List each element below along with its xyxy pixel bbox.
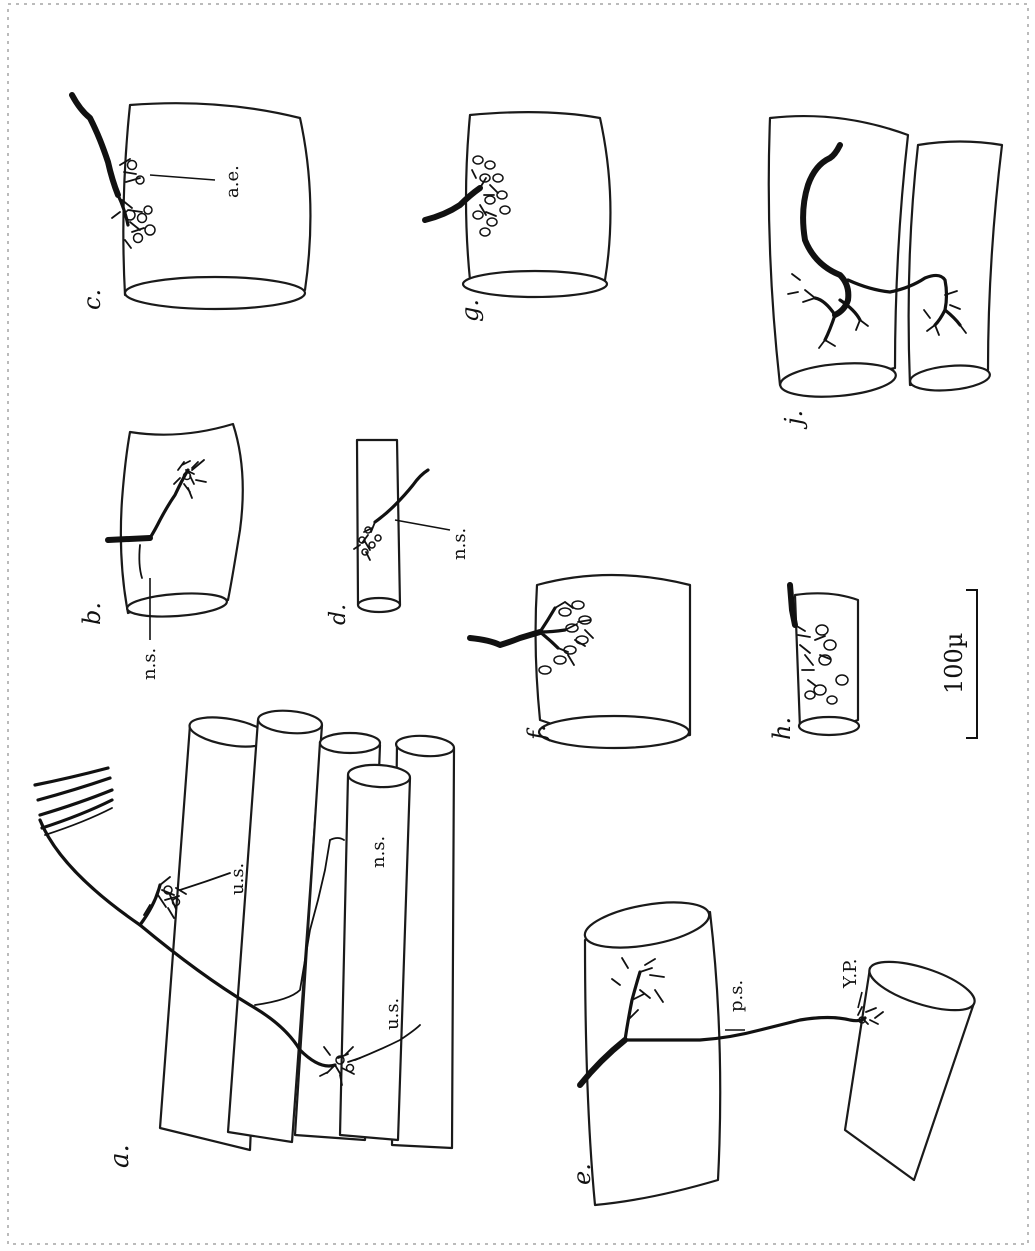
panel-b: b. n.s. [78, 424, 243, 680]
panel-h: h. [768, 585, 859, 740]
fibre-cylinder [536, 575, 690, 748]
panel-label-e: e. [568, 1163, 596, 1185]
annotation-ps: p.s. [726, 980, 747, 1012]
fibre-cylinder [357, 440, 400, 612]
panel-label-h: h. [768, 717, 796, 740]
fibre-cylinder [340, 763, 411, 1140]
panel-c: c. a.e. [72, 95, 310, 310]
panel-e: e. p.s. Y.P. [568, 894, 980, 1205]
fibre-cylinder [909, 142, 1002, 394]
nerve-fibre [470, 632, 540, 645]
panel-d: d. n.s. [326, 440, 470, 625]
panel-label-c: c. [78, 289, 106, 310]
panel-label-d: d. [326, 604, 351, 625]
annotation-ns: n.s. [139, 648, 160, 680]
scale-bar: 100µ [940, 590, 977, 738]
annotation-ns: n.s. [449, 528, 470, 560]
annotation-ns: n.s. [368, 836, 389, 868]
annotation-us-upper: u.s. [227, 863, 248, 895]
nerve-fibre [108, 538, 150, 540]
annotation-ae: a.e. [222, 165, 243, 198]
panel-label-f: f. [523, 724, 551, 742]
fibre-cylinder [123, 103, 310, 309]
scale-bar-label: 100µ [940, 633, 968, 694]
panel-label-g: g. [456, 299, 484, 322]
annotation-us-lower: u.s. [382, 998, 403, 1030]
panel-label-b: b. [78, 602, 106, 625]
fibre-cylinder [581, 894, 720, 1205]
nerve-fibre [72, 95, 118, 195]
panel-j: j. [769, 116, 1002, 430]
panel-g: g. [425, 112, 610, 322]
panel-f: f. [470, 575, 690, 748]
panel-label-a: a. [105, 1144, 135, 1168]
fibre-cylinder [769, 116, 908, 401]
nerve-fibre [790, 585, 795, 625]
annotation-yp: Y.P. [840, 959, 861, 989]
fibre-cylinder [121, 424, 243, 619]
nerve-bundle [35, 768, 112, 835]
panel-label-j: j. [780, 410, 808, 430]
fibre-cylinder [845, 952, 980, 1180]
fibre-cylinder [463, 112, 610, 297]
panel-a: a. u.s. n.s. u.s. [35, 708, 455, 1168]
